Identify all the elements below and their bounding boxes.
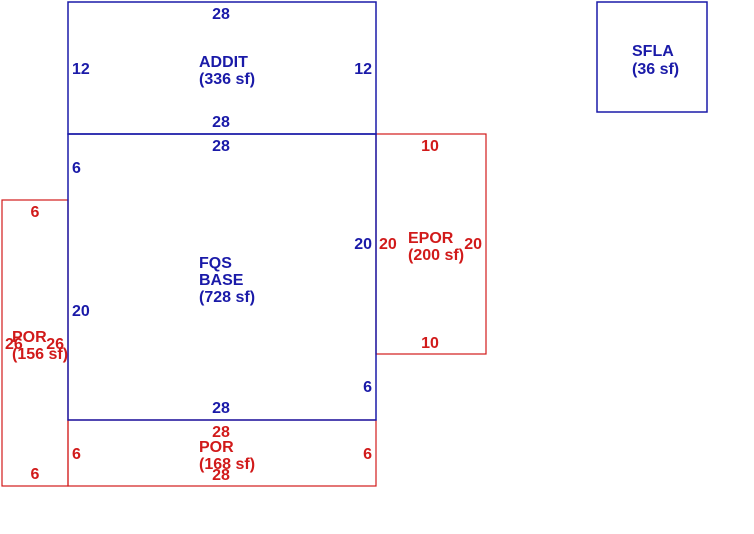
por-bottom-dim-top: 28 [212, 424, 230, 441]
epor-dim-top: 10 [421, 138, 439, 155]
fqs-dim-left-lower: 20 [72, 303, 90, 320]
epor-dim-bottom: 10 [421, 335, 439, 352]
sfla-label: SFLA [632, 43, 674, 60]
addit-dim-right: 12 [354, 61, 372, 78]
fqs-base-outline [67, 133, 377, 421]
fqs-dim-top: 28 [212, 138, 230, 155]
addit-label: ADDIT [199, 54, 248, 71]
epor-label: EPOR [408, 230, 454, 247]
por-bottom-area: (168 sf) [199, 456, 255, 473]
epor-dim-right: 20 [464, 236, 482, 253]
fqs-dim-right-upper: 20 [354, 236, 372, 253]
fqs-dim-left-upper: 6 [72, 160, 81, 177]
por-left-label: POR [12, 329, 47, 346]
fqs-dim-right-lower: 6 [363, 379, 372, 396]
epor-area: (200 sf) [408, 247, 464, 264]
por-left-dim-bottom: 6 [31, 466, 40, 483]
por-left-dim-left: 26 [5, 336, 23, 353]
addit-dim-left: 12 [72, 61, 90, 78]
por-bottom-dim-bottom: 28 [212, 467, 230, 484]
addit-dim-bottom: 28 [212, 114, 230, 131]
por-left-dim-top: 6 [31, 204, 40, 221]
addit-area: (336 sf) [199, 71, 255, 88]
fqs-dim-bottom: 28 [212, 400, 230, 417]
fqs-area: (728 sf) [199, 289, 255, 306]
por-left-dim-right: 26 [46, 336, 64, 353]
por-left-area: (156 sf) [12, 346, 68, 363]
sfla-area: (36 sf) [632, 61, 679, 78]
por-bottom-dim-right: 6 [363, 446, 372, 463]
por-bottom-label: POR [199, 439, 234, 456]
addit-dim-top: 28 [212, 6, 230, 23]
fqs-label-line1: FQS [199, 255, 232, 272]
sfla-outline [596, 1, 708, 113]
por-bottom-dim-left: 6 [72, 446, 81, 463]
fqs-label-line2: BASE [199, 272, 244, 289]
epor-dim-left: 20 [379, 236, 397, 253]
